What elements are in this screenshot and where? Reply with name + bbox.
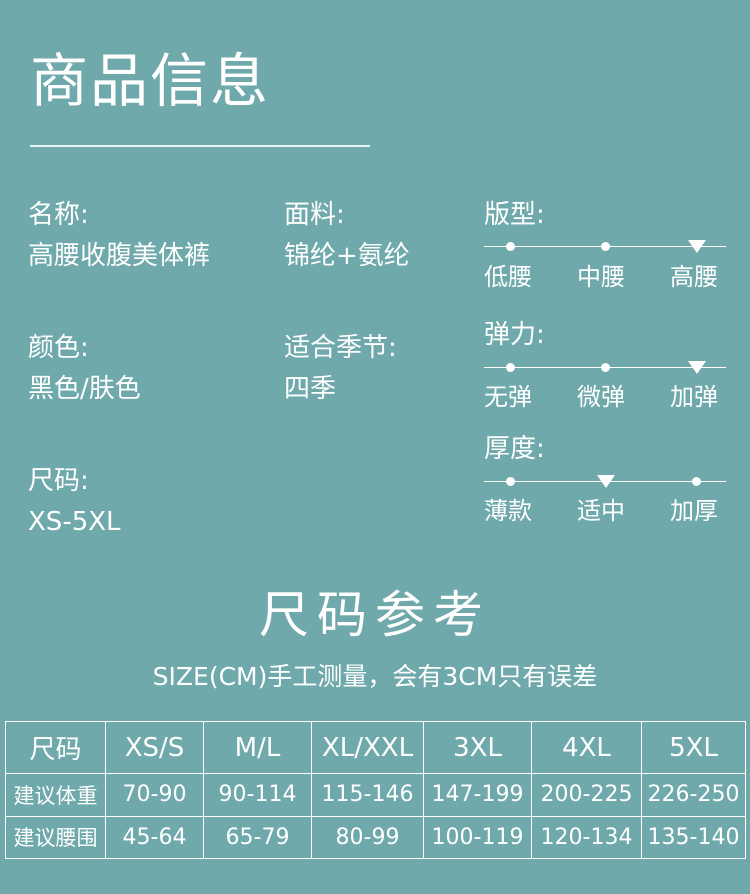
size-table-header-cell: M/L <box>203 720 312 775</box>
table-cell: 115-146 <box>311 773 424 817</box>
page-title: 商品信息 <box>30 47 271 115</box>
table-cell: 100-119 <box>423 815 532 860</box>
fit-label: 版型: <box>484 200 545 230</box>
size-table-header-cell: 5XL <box>641 720 746 775</box>
elasticity-option-0: 无弹 <box>484 383 532 411</box>
size-value: XS-5XL <box>28 507 121 537</box>
size-label: 尺码: <box>28 466 89 496</box>
table-cell: 226-250 <box>641 773 746 817</box>
table-cell: 建议体重 <box>5 773 106 817</box>
size-table-header-cell: XL/XXL <box>311 720 424 775</box>
season-value: 四季 <box>284 374 337 404</box>
name-label: 名称: <box>28 200 89 230</box>
table-cell: 135-140 <box>641 815 746 860</box>
color-value: 黑色/肤色 <box>28 374 141 404</box>
size-table-header: 尺码 XS/S M/L XL/XXL 3XL 4XL 5XL <box>5 720 746 775</box>
size-ref-subtitle: SIZE(CM)手工测量，会有3CM只有误差 <box>152 662 598 691</box>
title-divider <box>30 145 370 147</box>
table-cell: 147-199 <box>423 773 532 817</box>
table-cell: 200-225 <box>531 773 642 817</box>
size-table-header-cell: XS/S <box>105 720 204 775</box>
table-row: 建议体重 70-90 90-114 115-146 147-199 200-22… <box>5 773 746 817</box>
fit-option-0: 低腰 <box>484 263 532 291</box>
season-label: 适合季节: <box>284 333 397 363</box>
table-cell: 70-90 <box>105 773 204 817</box>
fit-dot-1 <box>601 242 610 251</box>
fit-option-1: 中腰 <box>577 263 625 291</box>
table-cell: 65-79 <box>203 815 312 860</box>
fabric-label: 面料: <box>284 200 345 230</box>
elasticity-dot-0 <box>506 363 515 372</box>
size-table: 尺码 XS/S M/L XL/XXL 3XL 4XL 5XL 建议体重 70-9… <box>5 720 746 860</box>
size-ref-title: 尺码参考 <box>259 586 491 644</box>
thickness-dot-0 <box>506 477 515 486</box>
table-row: 建议腰围 45-64 65-79 80-99 100-119 120-134 1… <box>5 815 746 860</box>
size-table-header-cell: 3XL <box>423 720 532 775</box>
elasticity-option-1: 微弹 <box>577 383 625 411</box>
thickness-dot-2 <box>692 477 701 486</box>
fabric-value: 锦纶+氨纶 <box>284 241 410 271</box>
table-cell: 120-134 <box>531 815 642 860</box>
table-cell: 45-64 <box>105 815 204 860</box>
size-table-header-cell: 尺码 <box>5 720 106 775</box>
table-cell: 90-114 <box>203 773 312 817</box>
thickness-option-2: 加厚 <box>670 497 718 525</box>
fit-dot-0 <box>506 242 515 251</box>
color-label: 颜色: <box>28 333 89 363</box>
size-table-header-cell: 4XL <box>531 720 642 775</box>
table-cell: 80-99 <box>311 815 424 860</box>
thickness-selected-marker <box>597 475 615 488</box>
name-value: 高腰收腹美体裤 <box>28 241 211 271</box>
elasticity-label: 弹力: <box>484 320 545 350</box>
thickness-label: 厚度: <box>484 434 545 464</box>
thickness-option-1: 适中 <box>577 497 625 525</box>
table-cell: 建议腰围 <box>5 815 106 860</box>
thickness-option-0: 薄款 <box>484 497 532 525</box>
fit-option-2: 高腰 <box>670 263 718 291</box>
elasticity-dot-1 <box>601 363 610 372</box>
fit-selected-marker <box>688 240 706 253</box>
elasticity-selected-marker <box>688 361 706 374</box>
elasticity-option-2: 加弹 <box>670 383 718 411</box>
